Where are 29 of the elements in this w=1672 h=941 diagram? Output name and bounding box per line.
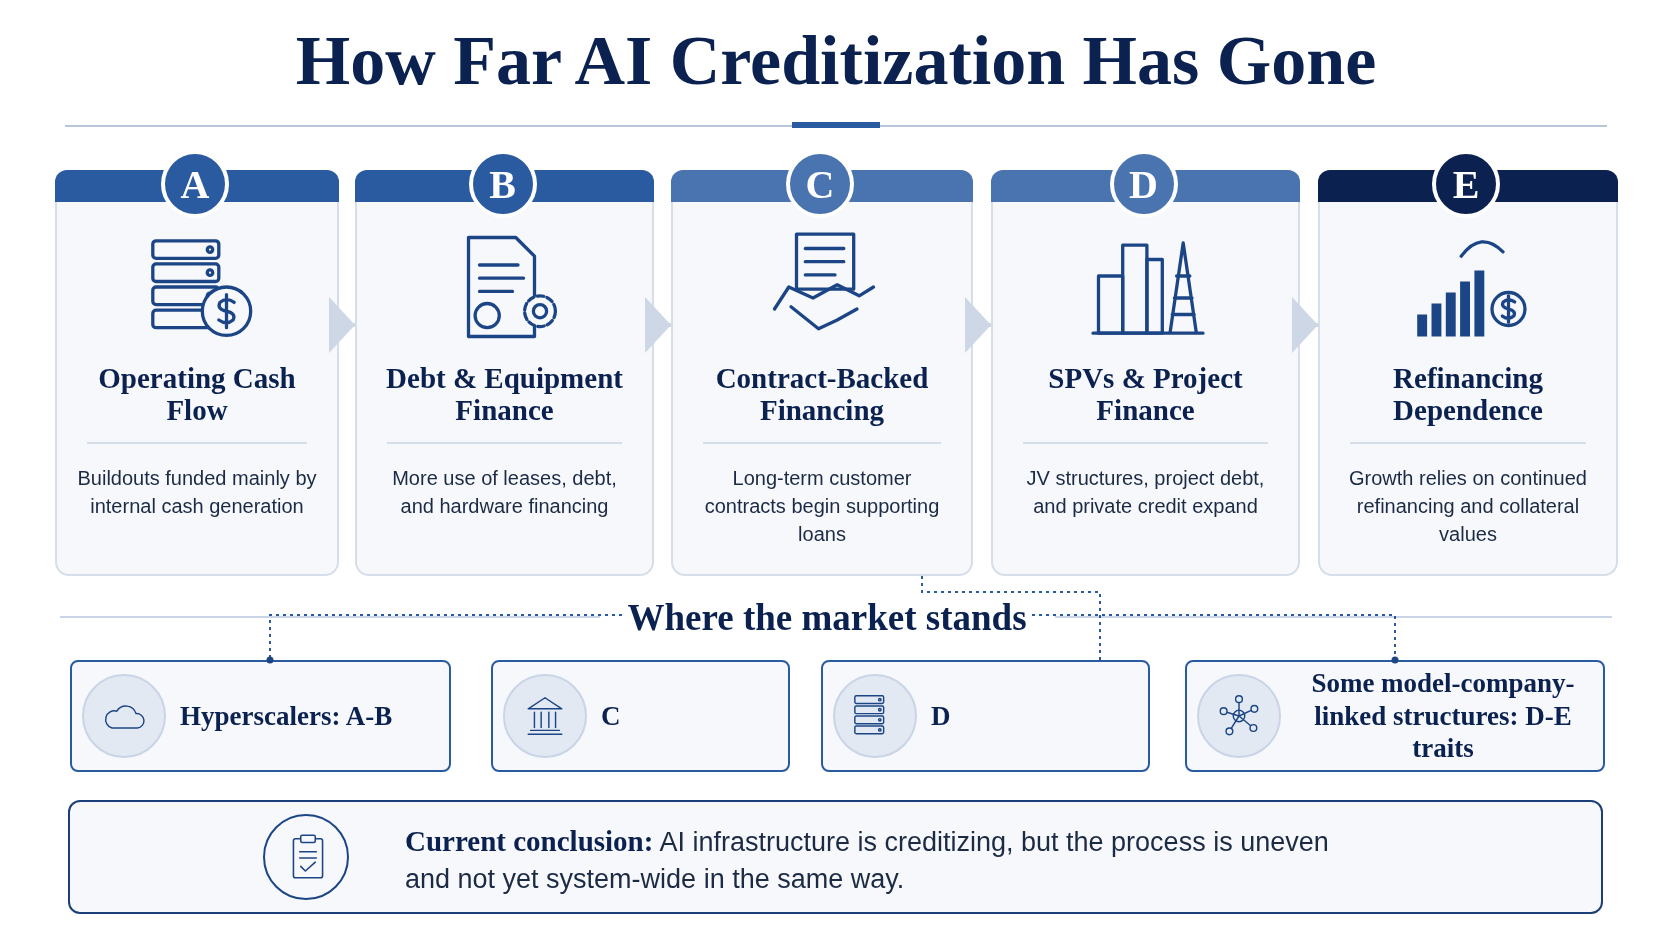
card-title: Debt & Equipment Finance — [385, 362, 624, 427]
dotted-connector — [1031, 614, 1399, 664]
dotted-connector — [266, 614, 623, 664]
chevron-arrow — [1292, 297, 1318, 353]
card-title: Operating Cash Flow — [97, 362, 297, 427]
market-label: Some model-company-linked structures: D-E traits — [1310, 667, 1576, 766]
card-description: Growth relies on continued refinancing and collateral values — [1348, 466, 1588, 547]
dotted-connector — [921, 575, 1101, 661]
conclusion-box — [68, 800, 1603, 914]
market-box — [491, 660, 790, 772]
chevron-arrow — [645, 297, 671, 353]
card-title: Refinancing Dependence — [1392, 362, 1544, 427]
card-description: More use of leases, debt, and hardware financing — [391, 466, 618, 519]
title: How Far AI Creditization Has Gone — [294, 22, 1378, 99]
market-label: Hyperscalers: A-B — [180, 699, 394, 733]
card-description: JV structures, project debt, and private credit expand — [1025, 466, 1266, 519]
card-description: Long-term customer contracts begin supporting loans — [703, 466, 941, 547]
chevron-arrow — [329, 297, 355, 353]
conclusion-text: Current conclusion: AI infrastructure is creditizing, but the process is uneven and not yet system-wide in the same way. — [405, 824, 1330, 897]
market-box — [1185, 660, 1605, 772]
card-title: SPVs & Project Finance — [1047, 362, 1244, 427]
chevron-arrow — [965, 297, 991, 353]
market-box — [70, 660, 451, 772]
market-box — [821, 660, 1150, 772]
card-description: Buildouts funded mainly by internal cash generation — [76, 466, 318, 519]
section-heading: Where the market stands — [622, 596, 1032, 642]
card-title: Contract-Backed Financing — [714, 362, 930, 427]
market-label: D — [931, 699, 952, 733]
market-label: C — [601, 699, 622, 733]
